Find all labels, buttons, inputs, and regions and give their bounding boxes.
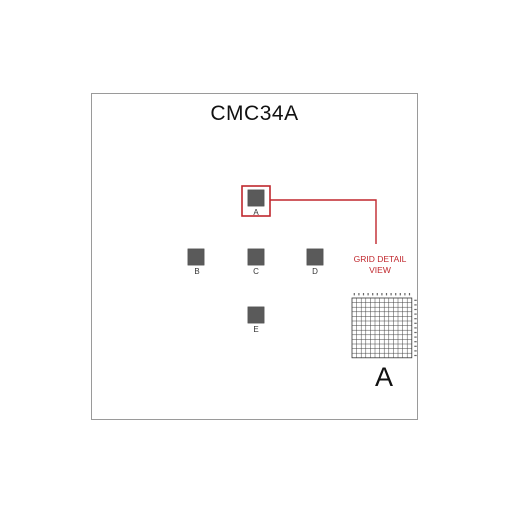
- grid-detail-caption-line1: GRID DETAIL: [353, 254, 407, 264]
- detail-grid-index-mark: [404, 293, 406, 296]
- chip-label-d: D: [312, 267, 318, 276]
- grid-chip-e[interactable]: [247, 306, 265, 324]
- chip-label-a: A: [253, 208, 259, 217]
- callout-connector-line: [270, 199, 377, 244]
- detail-grid-index-mark: [376, 293, 378, 296]
- detail-grid-index-mark: [414, 331, 417, 334]
- detail-grid-index-mark: [390, 293, 392, 296]
- grid-detail-letter: A: [374, 362, 393, 392]
- detail-grid-index-mark: [414, 354, 417, 357]
- grid-chip-c[interactable]: [247, 248, 265, 266]
- detail-grid-index-mark: [353, 293, 355, 296]
- chip-label-b: B: [194, 267, 200, 276]
- diagram-title: CMC34A: [210, 102, 299, 125]
- detail-grid-index-mark: [362, 293, 365, 296]
- diagram-frame: [91, 93, 418, 420]
- detail-grid-index-mark: [381, 293, 383, 296]
- detail-grid-index-mark: [399, 293, 401, 296]
- detail-grid-border: [351, 297, 413, 359]
- detail-grid-index-mark: [414, 341, 417, 343]
- detail-grid-index-mark: [414, 336, 417, 338]
- detail-grid-index-mark: [414, 327, 417, 329]
- grid-detail-caption: GRID DETAIL VIEW: [340, 254, 420, 276]
- detail-grid-index-mark: [372, 293, 374, 296]
- chip-a-highlight-box: [241, 185, 271, 217]
- detail-grid-index-mark: [367, 293, 369, 296]
- detail-grid-index-mark: [385, 293, 388, 296]
- detail-grid-index-mark: [358, 293, 360, 296]
- detail-grid-index-mark: [414, 304, 417, 306]
- detail-grid-index-mark: [414, 322, 417, 324]
- grid-chip-d[interactable]: [306, 248, 324, 266]
- detail-grid-index-mark: [414, 318, 417, 320]
- detail-grid-index-mark: [414, 350, 417, 352]
- detail-grid-index-mark: [414, 345, 417, 347]
- grid-detail-caption-line2: VIEW: [369, 265, 391, 275]
- grid-detail-view: [351, 293, 417, 359]
- detail-grid-index-mark: [408, 293, 411, 296]
- chip-label-e: E: [253, 325, 259, 334]
- detail-grid-index-mark: [414, 313, 417, 315]
- detail-grid-index-mark: [395, 293, 397, 296]
- chip-label-c: C: [253, 267, 259, 276]
- detail-grid-index-mark: [414, 299, 417, 301]
- grid-chip-a[interactable]: [247, 189, 265, 207]
- detail-grid-index-mark: [414, 308, 417, 311]
- grid-chip-b[interactable]: [187, 248, 205, 266]
